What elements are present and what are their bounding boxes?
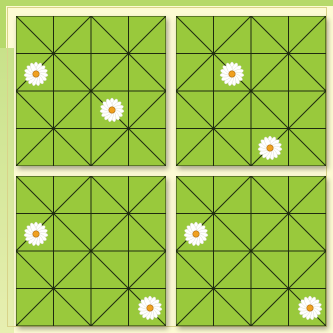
panel-graphic xyxy=(16,176,166,326)
daisy-icon[interactable] xyxy=(100,98,124,122)
top-accent-bar xyxy=(0,0,333,6)
panel-graphic xyxy=(176,16,326,166)
daisy-icon[interactable] xyxy=(298,296,322,320)
panel-graphic xyxy=(16,16,166,166)
daisy-icon[interactable] xyxy=(138,296,162,320)
panel-4[interactable] xyxy=(176,176,326,326)
daisy-icon[interactable] xyxy=(24,222,48,246)
left-accent-strip xyxy=(0,48,14,333)
grid-pattern xyxy=(176,16,326,166)
daisy-icon[interactable] xyxy=(258,136,282,160)
panel-1[interactable] xyxy=(16,16,166,166)
daisy-icon[interactable] xyxy=(220,62,244,86)
panel-2[interactable] xyxy=(176,16,326,166)
panel-graphic xyxy=(176,176,326,326)
grid-pattern xyxy=(16,16,166,166)
panel-3[interactable] xyxy=(16,176,166,326)
daisy-icon[interactable] xyxy=(24,62,48,86)
daisy-icon[interactable] xyxy=(184,222,208,246)
